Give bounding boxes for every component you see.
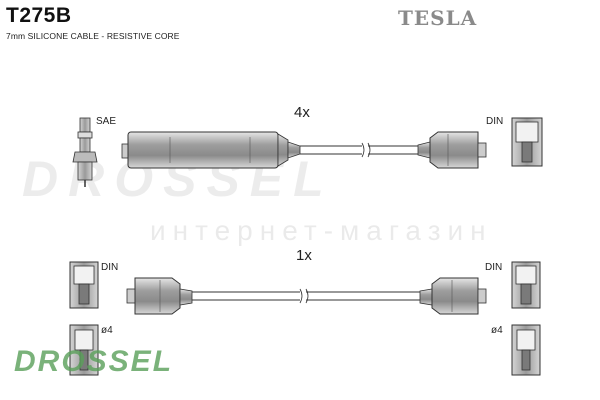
din-terminal-icon (511, 261, 541, 309)
cable-bottom (192, 288, 420, 304)
quantity-top: 4x (294, 104, 310, 121)
watermark-sub: интернет-магазин (150, 215, 493, 246)
din-label-top-right: DIN (486, 116, 504, 127)
din-terminal-icon (511, 117, 543, 167)
straight-boot-short-left (126, 277, 193, 315)
part-number: T275B (6, 4, 72, 27)
spark-plug-icon (72, 117, 98, 187)
sae-label: SAE (96, 116, 117, 127)
cable-top (300, 142, 418, 158)
straight-boot-long (121, 131, 301, 169)
din-label-bottom-right: DIN (485, 262, 503, 273)
subtitle: 7mm SILICONE CABLE - RESISTIVE CORE (6, 31, 180, 41)
drossel-logo: DROSSEL (14, 345, 174, 378)
din-terminal-icon (69, 261, 99, 309)
din-label-bottom-left: DIN (101, 262, 119, 273)
pin-terminal-icon (69, 324, 99, 376)
diameter-label-left: ø4 (101, 325, 113, 336)
straight-boot-short-right (419, 277, 487, 315)
diameter-label-right: ø4 (491, 325, 503, 336)
pin-terminal-icon (511, 324, 541, 376)
distributor-boot-top (417, 131, 487, 169)
brand-logo: TESLA (398, 6, 478, 30)
quantity-bottom: 1x (296, 247, 312, 264)
